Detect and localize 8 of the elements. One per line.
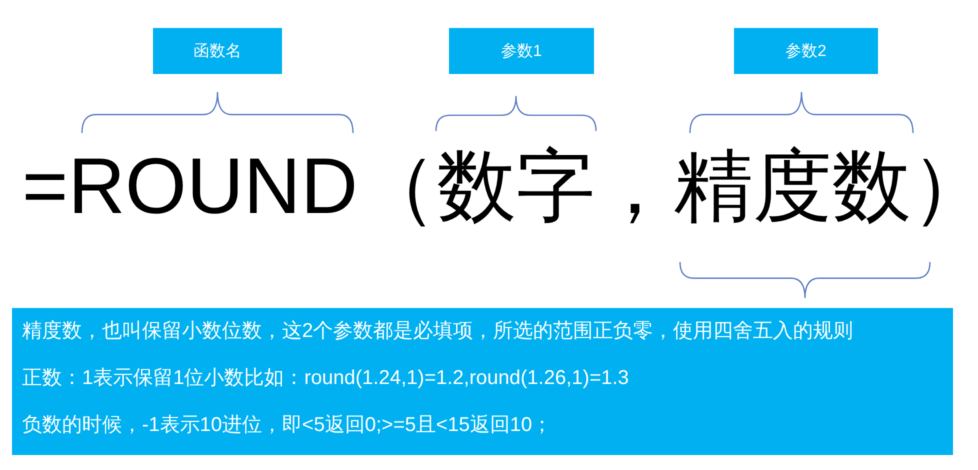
term-tag: 函数名 xyxy=(153,28,282,74)
note-panel xyxy=(12,308,953,455)
note-text: 负数的时候，-1表示10进位，即<5返回0;>=5且<15返回10； xyxy=(22,413,552,437)
term-tag: 参数1 xyxy=(449,28,594,74)
formula-text: =ROUND（数字，精度数） xyxy=(22,146,978,225)
note-text: 正数：1表示保留1位小数比如：round(1.24,1)=1.2,round(1.26,1)=1.3 xyxy=(22,366,629,390)
term-tag: 参数2 xyxy=(734,28,878,74)
note-text: 精度数，也叫保留小数位数，这2个参数都是必填项，所选的范围正负零，使用四舍五入的规则 xyxy=(22,319,854,343)
